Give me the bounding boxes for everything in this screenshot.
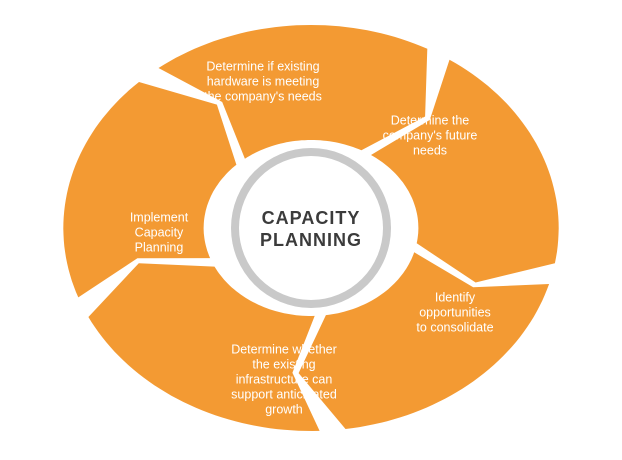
segment-future-needs (371, 59, 559, 283)
segment-label-assess-hardware: Determine if existing hardware is meetin… (204, 59, 322, 104)
segment-consolidate (298, 252, 550, 429)
segment-support-growth (88, 263, 320, 431)
center-title: CAPACITY PLANNING (260, 208, 362, 250)
segment-label-future-needs: Determine the company's future needs (382, 113, 478, 158)
segment-label-implement: Implement Capacity Planning (129, 210, 189, 255)
segment-label-consolidate: Identify opportunities to consolidate (416, 290, 494, 335)
segment-implement (63, 82, 237, 298)
hub-center (239, 156, 383, 300)
segment-assess-hardware (158, 25, 428, 159)
segment-label-support-growth: Determine whether the existing infrastru… (231, 342, 337, 417)
